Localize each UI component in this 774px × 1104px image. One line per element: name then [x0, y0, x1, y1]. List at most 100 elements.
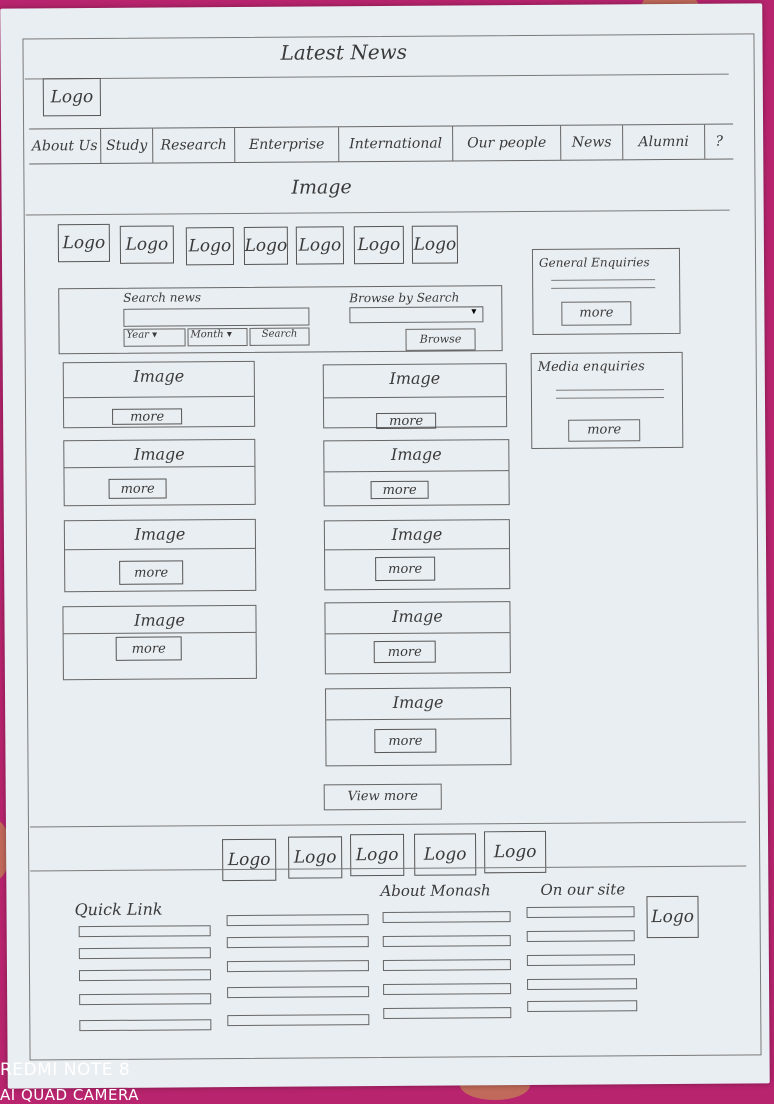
- partner-logo[interactable]: Logo: [295, 226, 345, 265]
- footer-link[interactable]: [226, 914, 369, 927]
- text-line: [551, 287, 656, 289]
- footer-link[interactable]: [382, 911, 511, 924]
- partner-logo[interactable]: Logo: [185, 227, 235, 266]
- news-card: Image more: [322, 363, 508, 430]
- news-more-button[interactable]: more: [370, 480, 429, 500]
- news-card: Image more: [323, 439, 510, 507]
- year-select[interactable]: Year ▾: [123, 328, 186, 347]
- nav-item-about[interactable]: About Us: [29, 128, 102, 164]
- news-card: Image more: [63, 438, 256, 507]
- nav-item-study[interactable]: Study: [101, 128, 154, 163]
- nav-item-research[interactable]: Research: [153, 128, 236, 163]
- general-enquiries-panel: General Enquiries more: [531, 247, 681, 335]
- text-line: [555, 389, 664, 391]
- footer-link[interactable]: [526, 906, 635, 919]
- media-enquiries-panel: Media enquiries more: [530, 351, 684, 449]
- footer-brand-logo[interactable]: Logo: [646, 895, 699, 939]
- footer-link[interactable]: [527, 1000, 638, 1013]
- news-card: Image more: [323, 519, 511, 591]
- news-more-button[interactable]: more: [376, 412, 437, 430]
- background-flower: [0, 820, 10, 880]
- browse-label: Browse by Search: [349, 290, 460, 306]
- footer-link[interactable]: [382, 959, 511, 972]
- main-nav: About Us Study Research Enterprise Inter…: [29, 123, 734, 165]
- partner-logo[interactable]: Logo: [119, 225, 175, 264]
- media-enquiries-more-button[interactable]: more: [568, 419, 641, 442]
- dropdown-icon: ▾: [223, 329, 232, 341]
- footer-link[interactable]: [78, 969, 212, 982]
- news-more-button[interactable]: more: [115, 636, 182, 661]
- search-news-label: Search news: [123, 290, 202, 305]
- news-more-button[interactable]: more: [119, 560, 184, 585]
- news-more-button[interactable]: more: [374, 728, 437, 754]
- text-line: [555, 397, 664, 399]
- footer-link[interactable]: [226, 936, 369, 949]
- news-card-image: Image: [392, 692, 444, 712]
- divider: [326, 718, 511, 721]
- divider: [325, 632, 510, 635]
- dropdown-icon: ▾: [148, 329, 158, 341]
- news-more-button[interactable]: more: [373, 640, 436, 664]
- news-more-button[interactable]: more: [112, 408, 183, 425]
- news-card-image: Image: [389, 368, 441, 388]
- partner-logo[interactable]: Logo: [243, 226, 289, 265]
- about-monash-heading: About Monash: [380, 881, 491, 901]
- nav-item-international[interactable]: International: [339, 126, 454, 162]
- footer-link[interactable]: [79, 993, 212, 1006]
- footer-link[interactable]: [226, 960, 369, 973]
- footer-link[interactable]: [78, 947, 211, 960]
- month-select[interactable]: Month ▾: [187, 327, 248, 347]
- footer-link[interactable]: [383, 1007, 512, 1020]
- news-more-button[interactable]: more: [375, 556, 436, 582]
- footer-link[interactable]: [526, 930, 635, 943]
- footer-logo[interactable]: Logo: [222, 838, 277, 882]
- nav-item-help[interactable]: ?: [715, 133, 723, 150]
- footer-link[interactable]: [526, 954, 635, 967]
- footer-link[interactable]: [382, 935, 511, 948]
- partner-logo[interactable]: Logo: [411, 225, 459, 264]
- camera-watermark-sub: AI QUAD CAMERA: [0, 1086, 140, 1104]
- news-card: Image more: [62, 360, 256, 429]
- footer-link[interactable]: [227, 1014, 370, 1027]
- nav-item-people[interactable]: Our people: [453, 125, 562, 161]
- news-card-image: Image: [134, 524, 186, 544]
- news-card-image: Image: [390, 444, 442, 464]
- on-our-site-heading: On our site: [540, 880, 626, 899]
- news-more-button[interactable]: more: [108, 478, 167, 499]
- browse-select[interactable]: [349, 306, 484, 324]
- divider: [63, 631, 256, 635]
- nav-item-alumni[interactable]: Alumni: [623, 124, 706, 160]
- footer-link[interactable]: [527, 978, 638, 991]
- footer-logo[interactable]: Logo: [350, 833, 405, 877]
- general-enquiries-more-button[interactable]: more: [561, 301, 632, 326]
- banner-image: Image: [291, 176, 352, 199]
- month-select-label: Month: [190, 329, 224, 341]
- divider: [63, 395, 254, 399]
- footer-link[interactable]: [78, 925, 211, 938]
- nav-item-news[interactable]: News: [561, 125, 624, 160]
- footer-link[interactable]: [79, 1019, 212, 1032]
- footer-link[interactable]: [383, 983, 512, 996]
- partner-logo[interactable]: Logo: [57, 223, 111, 263]
- search-panel: Search news Year ▾ Month ▾ Search Browse…: [58, 285, 503, 355]
- divider: [65, 547, 256, 551]
- news-card: Image more: [62, 604, 257, 681]
- quick-link-heading: Quick Link: [74, 899, 163, 920]
- browse-button[interactable]: Browse: [405, 328, 476, 351]
- footer-logo[interactable]: Logo: [414, 833, 477, 876]
- partner-logo[interactable]: Logo: [353, 225, 405, 265]
- nav-item-enterprise[interactable]: Enterprise: [235, 127, 340, 163]
- camera-watermark: REDMI NOTE 8: [0, 1060, 131, 1080]
- divider: [324, 470, 509, 473]
- header-logo[interactable]: Logo: [42, 77, 101, 117]
- view-more-button[interactable]: View more: [323, 783, 442, 811]
- news-card: Image more: [63, 518, 257, 593]
- search-news-input[interactable]: [123, 307, 310, 327]
- footer-logo[interactable]: Logo: [288, 836, 343, 879]
- footer-link[interactable]: [227, 986, 370, 999]
- divider: [323, 396, 506, 399]
- news-card: Image more: [324, 601, 511, 675]
- search-button[interactable]: Search: [249, 327, 310, 346]
- dropdown-icon: ▾: [471, 306, 477, 318]
- media-enquiries-title: Media enquiries: [537, 359, 645, 375]
